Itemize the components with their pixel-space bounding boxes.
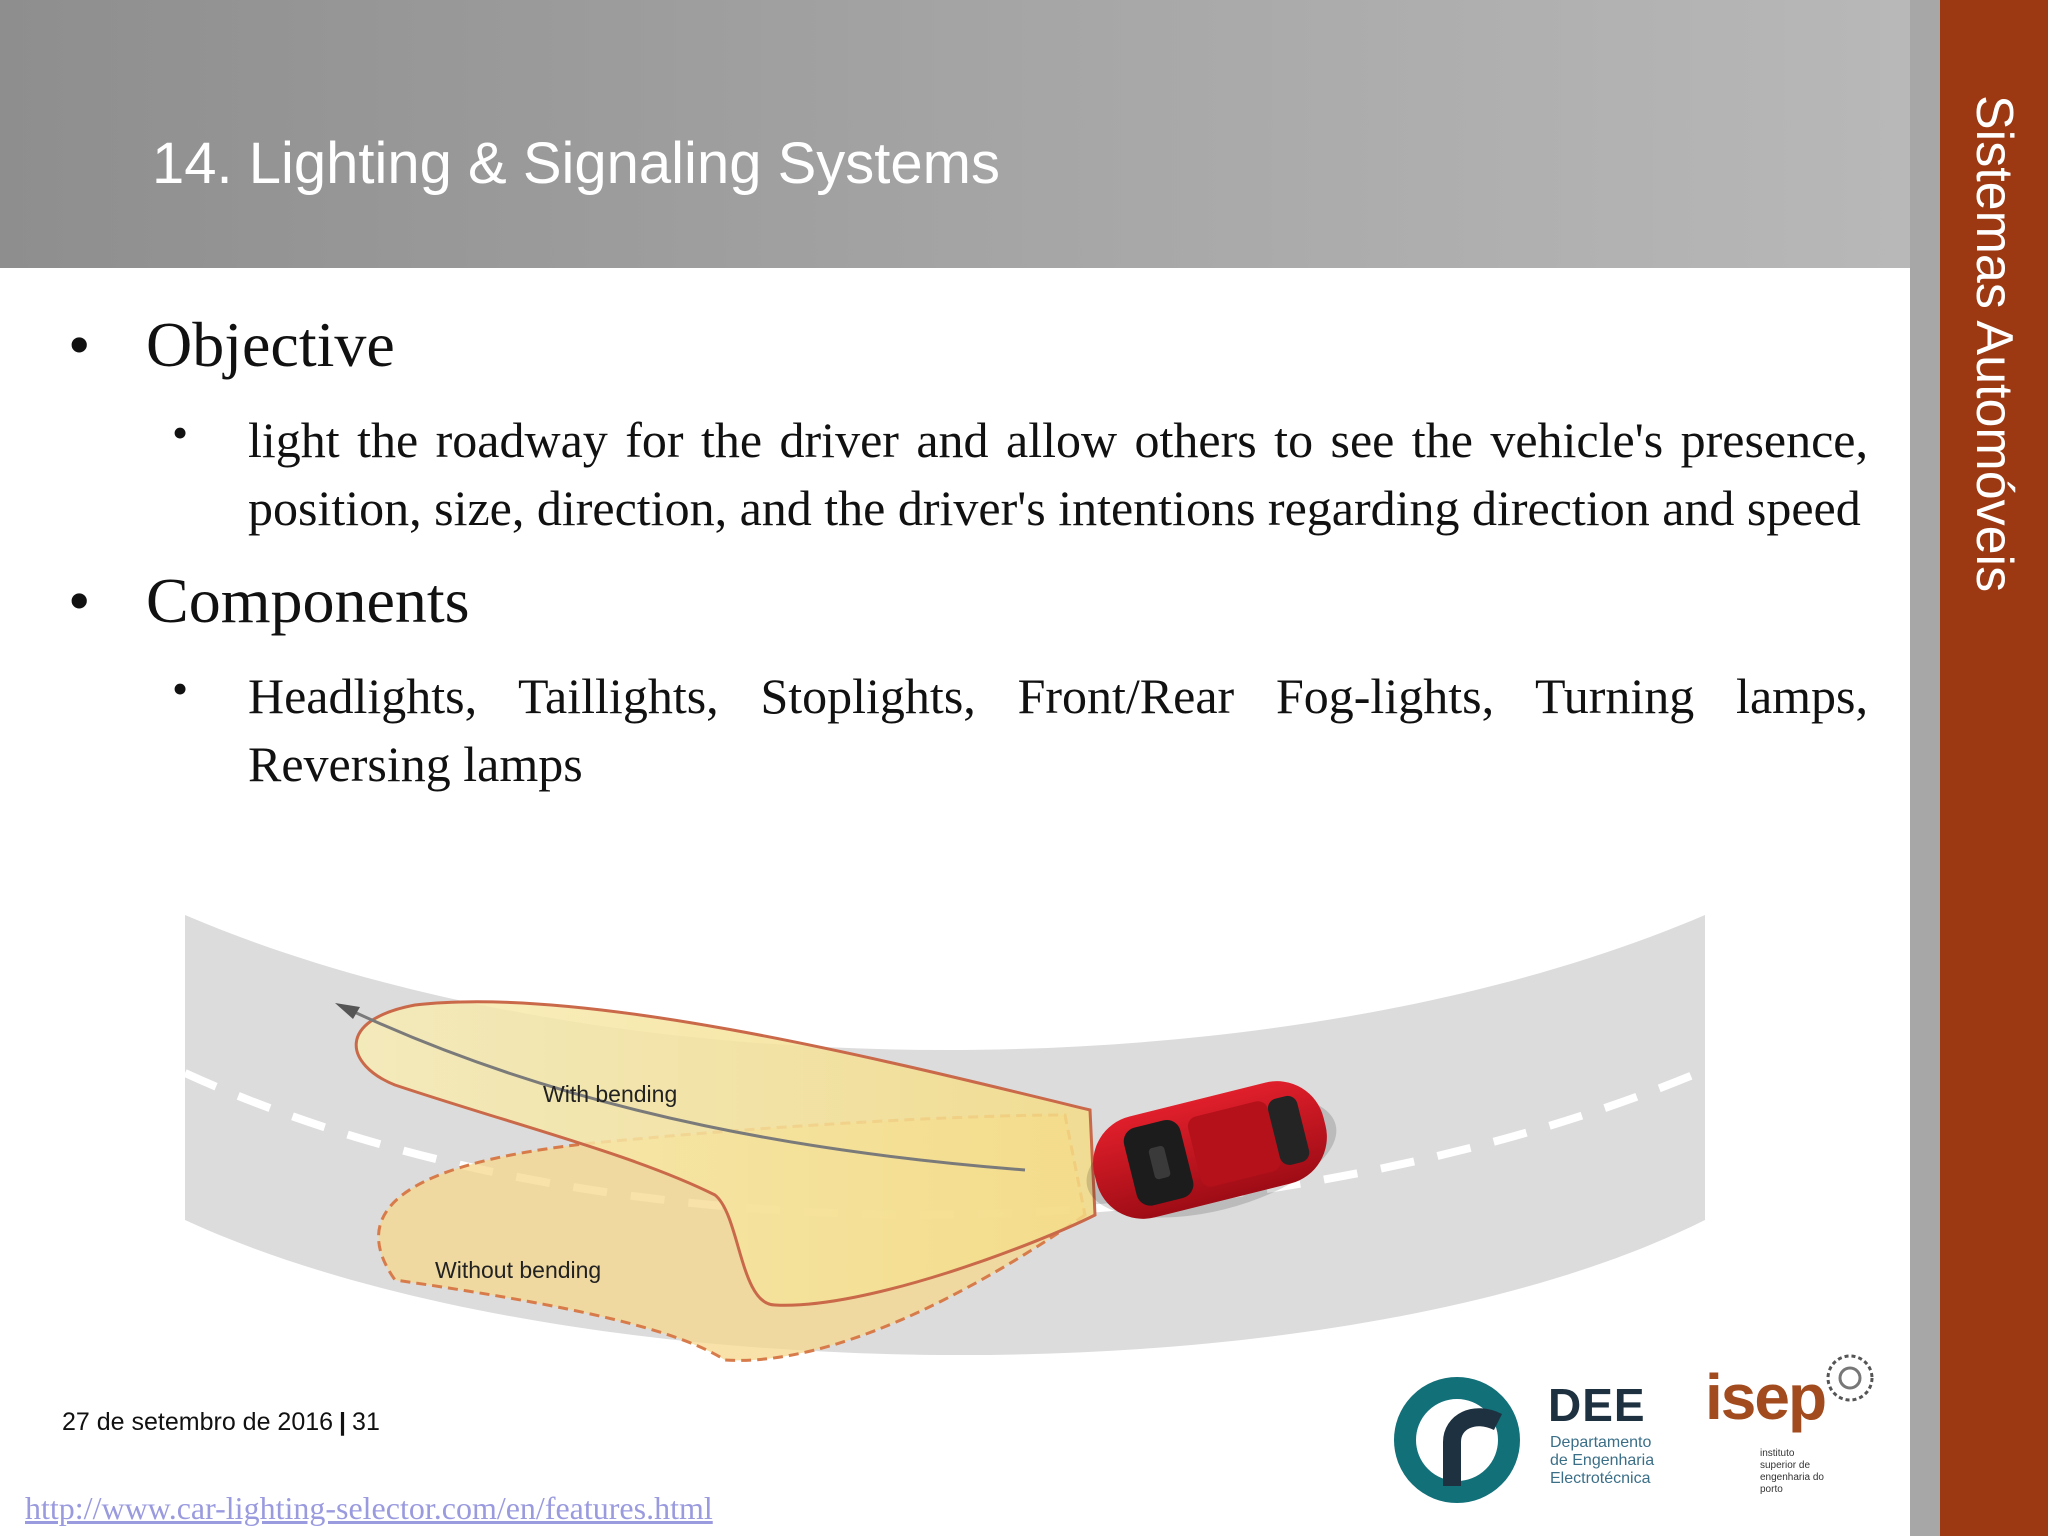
bullet-heading: Objective	[146, 309, 395, 380]
bending-arrow	[349, 1008, 1026, 1172]
side-title: Sistemas Automóveis	[1965, 95, 2023, 593]
page-number: 31	[352, 1408, 380, 1436]
bullet-text: Headlights, Taillights, Stoplights, Fron…	[248, 668, 1868, 792]
label-without-bending: Without bending	[435, 1257, 601, 1283]
bullet-marker: •	[172, 407, 189, 458]
bullet-heading: Components	[146, 565, 470, 636]
bullet-marker: •	[172, 663, 189, 714]
arrow-head	[335, 1003, 360, 1019]
dee-sub-line: Departamento	[1550, 1434, 1652, 1451]
isep-sub-line: instituto	[1760, 1448, 1795, 1459]
isep-crest-icon	[1826, 1354, 1874, 1402]
beam-with-bending	[354, 1000, 1097, 1307]
date-text: 27 de setembro de 2016	[62, 1408, 334, 1436]
slide-content: • Objective • light the roadway for the …	[68, 300, 1868, 820]
side-divider	[1910, 0, 1940, 1536]
bullet-marker: •	[68, 309, 91, 380]
bullet-text: light the roadway for the driver and all…	[248, 412, 1868, 536]
dee-sub-line: de Engenharia	[1550, 1452, 1655, 1469]
bullet-components: • Components	[68, 564, 1868, 644]
isep-sub-line: engenharia do	[1760, 1472, 1824, 1483]
header-bar: 14. Lighting & Signaling Systems	[0, 0, 1910, 268]
isep-sub-line: porto	[1760, 1484, 1783, 1495]
slide-title: 14. Lighting & Signaling Systems	[152, 131, 1000, 196]
bullet-objective: • Objective	[68, 308, 1868, 388]
bullet-marker: •	[68, 565, 91, 636]
dee-subtitle: Departamento de Engenharia Electrotécnic…	[1550, 1434, 1670, 1488]
car-icon	[1086, 1081, 1337, 1219]
headlight-bending-diagram: With bending Without bending	[185, 915, 1705, 1362]
side-band	[1940, 0, 2048, 1536]
dee-logo-icon	[1394, 1377, 1520, 1503]
isep-sub-line: superior de	[1760, 1460, 1811, 1471]
sub-bullet-components: • Headlights, Taillights, Stoplights, Fr…	[68, 662, 1868, 798]
footer-separator: |	[339, 1408, 347, 1436]
footer-date: 27 de setembro de 2016|31	[62, 1408, 380, 1437]
label-with-bending: With bending	[543, 1081, 677, 1107]
isep-logo-text: isep	[1705, 1361, 1827, 1433]
dee-logo-text: DEE	[1548, 1379, 1646, 1431]
sub-bullet-objective: • light the roadway for the driver and a…	[68, 406, 1868, 542]
source-link[interactable]: http://www.car-lighting-selector.com/en/…	[25, 1490, 713, 1526]
dee-sub-line: Electrotécnica	[1550, 1470, 1651, 1487]
isep-subtitle: instituto superior de engenharia do port…	[1760, 1448, 1850, 1496]
